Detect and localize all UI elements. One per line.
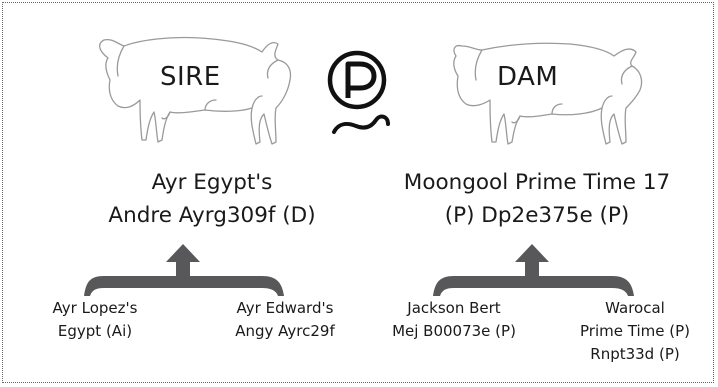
sire-name-line1: Ayr Egypt's [151, 170, 273, 195]
dam-granddam-line3: Rnpt33d (P) [590, 345, 680, 363]
sire-grandsire: Ayr Lopez's Egypt (Ai) [35, 297, 155, 343]
dam-grandsire-line1: Jackson Bert [407, 299, 501, 317]
sire-granddam: Ayr Edward's Angy Ayrc29f [220, 297, 350, 343]
dam-name-line1: Moongool Prime Time 17 [403, 170, 671, 195]
dam-name: Moongool Prime Time 17 (P) Dp2e375e (P) [392, 166, 682, 232]
dam-granddam-line1: Warocal [605, 299, 665, 317]
dam-grandsire: Jackson Bert Mej B00073e (P) [384, 297, 524, 343]
sire-grandsire-line2: Egypt (Ai) [57, 322, 133, 340]
sire-grandsire-line1: Ayr Lopez's [52, 299, 138, 317]
dam-granddam: Warocal Prime Time (P) Rnpt33d (P) [570, 297, 700, 366]
sire-granddam-line2: Angy Ayrc29f [235, 322, 335, 340]
dam-granddam-line2: Prime Time (P) [580, 322, 690, 340]
dam-grandsire-line2: Mej B00073e (P) [392, 322, 516, 340]
sire-name: Ayr Egypt's Andre Ayrg309f (D) [92, 166, 332, 232]
sire-label: SIRE [160, 62, 221, 92]
dam-name-line2: (P) Dp2e375e (P) [444, 203, 630, 228]
pedigree-frame [2, 2, 714, 383]
sire-granddam-line1: Ayr Edward's [236, 299, 334, 317]
dam-label: DAM [497, 62, 559, 92]
sire-name-line2: Andre Ayrg309f (D) [108, 203, 316, 228]
